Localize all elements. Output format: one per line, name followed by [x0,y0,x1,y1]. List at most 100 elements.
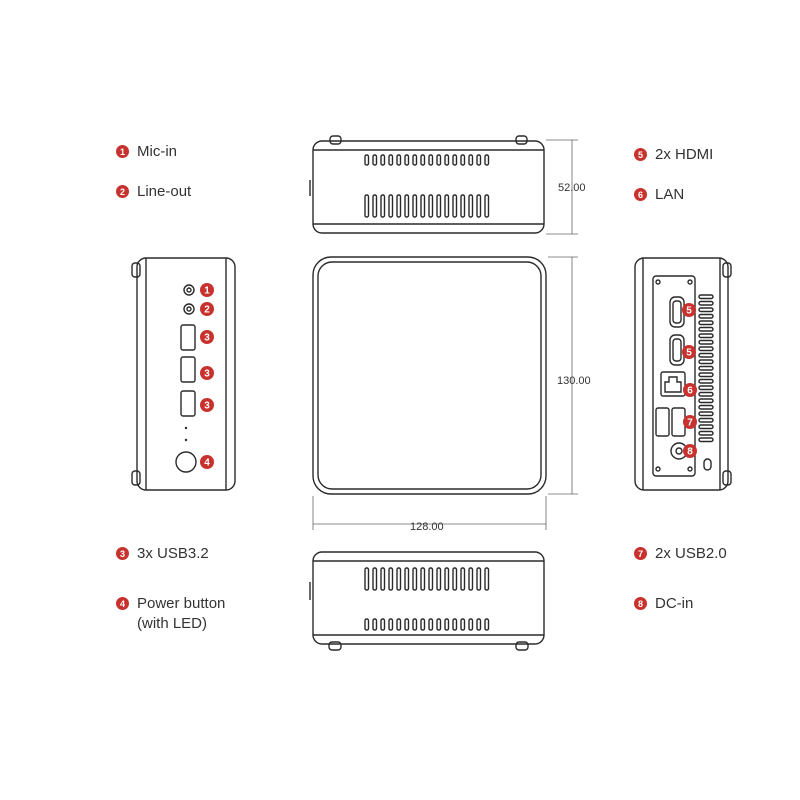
legend-item-dc-in: 8 DC-in [634,594,693,614]
vent-slot [420,618,426,631]
callout-badge: 5 [682,345,696,359]
callout-badge: 3 [200,330,214,344]
vent-slot [396,567,402,591]
legend-label: 3x USB3.2 [137,545,209,562]
vent-slot [484,567,490,591]
svg-text:2: 2 [204,305,210,316]
vent-slot [428,567,434,591]
vent-slot [452,567,458,591]
svg-text:6: 6 [687,386,693,397]
rear-view [634,257,732,491]
vent-slot [698,352,714,358]
vent-slot [396,154,402,166]
vent-slot [420,154,426,166]
vent-slot [372,154,378,166]
vent-slot [404,618,410,631]
vent-slot [460,567,466,591]
legend-label: Power button [137,595,226,612]
vent-slot [476,618,482,631]
legend-item-usb20: 7 2x USB2.0 [634,544,727,564]
vent-slot [444,154,450,166]
vent-slot [698,359,714,365]
dimension-lines [312,139,578,530]
legend-sublabel: (with LED) [137,615,208,632]
vent-slot [420,567,426,591]
legend-label: Mic-in [137,143,177,160]
vent-slot [468,618,474,631]
height-dimension-label: 52.00 [558,182,586,194]
callout-badge: 6 [634,188,647,201]
callout-badge: 1 [116,145,129,158]
callout-badge: 3 [116,547,129,560]
vent-slot [372,194,378,218]
vent-slot [698,398,714,404]
legend-label: LAN [655,186,685,203]
callout-badge: 7 [683,415,697,429]
front-view [131,257,236,491]
width-dimension-label: 128.00 [410,521,444,533]
vent-slot [484,154,490,166]
vent-slot [698,365,714,371]
vent-slot [698,300,714,306]
callout-badge: 2 [116,185,129,198]
vent-slot [404,194,410,218]
vent-slot [364,618,370,631]
callout-badge: 6 [683,383,697,397]
callout-badge: 1 [200,283,214,297]
svg-text:3: 3 [204,369,210,380]
vent-slot [460,194,466,218]
vent-slot [484,618,490,631]
vent-slot [698,385,714,391]
vent-slot [436,194,442,218]
vent-slot [404,567,410,591]
vent-slots [698,294,714,443]
vent-slot [698,333,714,339]
svg-text:1: 1 [204,286,210,297]
vent-slot [460,154,466,166]
vent-slot [476,194,482,218]
side-view-bottom [309,551,545,651]
vent-slot [698,313,714,319]
vent-slot [698,430,714,436]
vent-slot [412,618,418,631]
legend-item-hdmi: 5 2x HDMI [634,145,713,165]
legend-item-power-button: 4 Power button (with LED) [116,594,225,634]
vent-slot [698,437,714,443]
callout-badge: 8 [683,444,697,458]
vent-slot [452,618,458,631]
vent-slot [698,411,714,417]
depth-dimension-label: 130.00 [557,375,591,387]
vent-slot [476,567,482,591]
callout-badge: 7 [634,547,647,560]
vent-slot [380,567,386,591]
vent-slot [698,307,714,313]
vent-slot [428,194,434,218]
vent-slot [412,567,418,591]
vent-slot [388,154,394,166]
vent-slot [444,567,450,591]
vent-slot [698,346,714,352]
vent-slot [396,194,402,218]
legend-label: Line-out [137,183,192,200]
vent-slot [388,567,394,591]
vent-slot [460,618,466,631]
callout-badge: 3 [200,366,214,380]
top-view [312,256,547,495]
vent-slot [452,194,458,218]
vent-slot [698,424,714,430]
side-view-top [309,135,545,234]
callout-badge: 2 [200,302,214,316]
callout-badge: 3 [200,398,214,412]
vent-slot [444,194,450,218]
vent-slot [436,567,442,591]
vent-slot [698,326,714,332]
svg-text:7: 7 [687,418,693,429]
vent-slot [372,567,378,591]
vent-slot [484,194,490,218]
vent-slot [428,618,434,631]
vent-slot [420,194,426,218]
legend-item-mic-in: 1 Mic-in [116,142,177,162]
callout-badge: 5 [634,148,647,161]
callout-badge: 8 [634,597,647,610]
